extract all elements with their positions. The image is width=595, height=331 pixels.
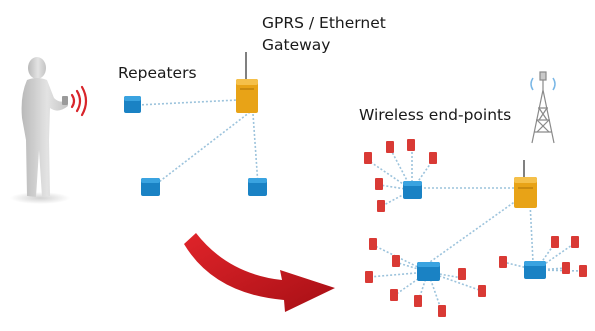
top-network-links (137, 99, 259, 186)
wireless-endpoints (364, 139, 587, 317)
handheld-device-icon (62, 96, 68, 105)
endpoint-node (369, 238, 377, 250)
endpoint-node (562, 262, 570, 274)
repeater-node (124, 96, 141, 113)
gateway-node (236, 52, 258, 113)
gateway-label-line2: Gateway (262, 36, 331, 54)
bottom-network-links (368, 148, 584, 313)
endpoint-node (392, 255, 400, 267)
curved-arrow-icon (184, 233, 335, 312)
endpoint-node (407, 139, 415, 151)
person-with-handheld-icon (10, 57, 70, 204)
endpoint-node (458, 268, 466, 280)
repeaters-label: Repeaters (118, 64, 197, 82)
endpoint-node (386, 141, 394, 153)
repeater-node (141, 178, 160, 196)
endpoint-node (499, 256, 507, 268)
cell-tower-icon (530, 71, 556, 144)
repeater-node (524, 261, 546, 279)
endpoint-node (571, 236, 579, 248)
repeater-node (417, 262, 440, 281)
endpoint-node (579, 265, 587, 277)
endpoint-node (377, 200, 385, 212)
gateway-label-line1: GPRS / Ethernet (262, 14, 386, 32)
endpoint-node (478, 285, 486, 297)
endpoint-node (390, 289, 398, 301)
endpoint-node (375, 178, 383, 190)
endpoint-node (414, 295, 422, 307)
endpoint-node (364, 152, 372, 164)
gateway-label: GPRS / Ethernet Gateway (262, 12, 386, 56)
endpoint-node (438, 305, 446, 317)
endpoints-label: Wireless end-points (359, 106, 512, 124)
gateway-node (514, 160, 537, 208)
repeater-node (403, 181, 422, 199)
endpoint-node (551, 236, 559, 248)
wireless-signal-icon (70, 85, 88, 117)
endpoint-node (365, 271, 373, 283)
repeater-node (248, 178, 267, 196)
endpoint-node (429, 152, 437, 164)
